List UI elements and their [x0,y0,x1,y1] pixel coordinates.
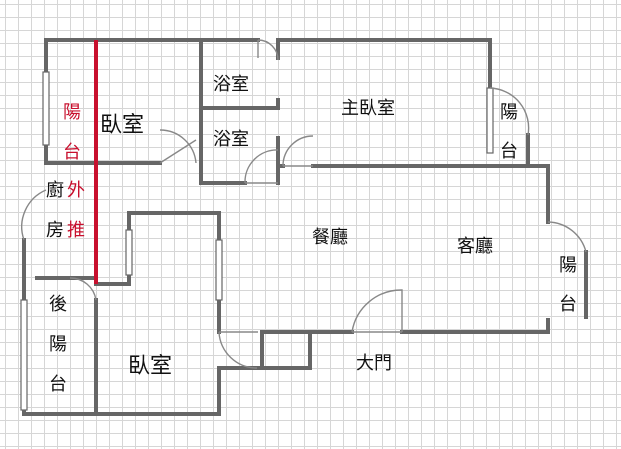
room-label-bedroom-bottom: 臥室 [128,354,173,379]
balcony-left-char-2: 台 [63,142,81,163]
door-bath2 [244,149,279,184]
door-kitchen [21,189,47,241]
window-left-balcony [42,71,50,146]
door-living-balcony [547,221,587,253]
room-label-living: 客廳 [457,236,493,257]
door-bedroom2 [218,331,258,369]
room-label-bath-2: 浴室 [213,129,249,150]
door-master-bath [257,39,279,61]
room-label-bedroom-top: 臥室 [100,113,145,138]
balcony-rear-char-2: 陽 [49,334,67,355]
balcony-rear-char-1: 後 [49,294,67,315]
balcony-master-char-2: 台 [500,141,518,162]
door-master [282,135,314,167]
balcony-left-char-1: 陽 [63,102,81,123]
room-label-dining: 餐廳 [312,227,348,248]
balcony-living-char-1: 陽 [559,255,577,276]
room-label-master-bedroom: 主臥室 [341,98,395,119]
balcony-rear-char-3: 台 [49,374,67,395]
door-main [351,289,403,333]
push-out-char-2: 推 [67,220,85,241]
balcony-living-char-2: 台 [559,294,577,315]
balcony-master-char-1: 陽 [500,102,518,123]
window-bedroom2-left [125,229,133,276]
room-label-bath-1: 浴室 [213,74,249,95]
window-rear-balcony [20,299,28,411]
door-master-balcony [489,87,530,136]
window-master-balcony [486,87,494,154]
kitchen-char-1: 廚 [46,180,64,201]
door-bedroom-top [159,129,197,164]
window-dining-inner [215,239,223,301]
room-label-main-door: 大門 [356,353,392,374]
door-rear-balcony [69,277,97,301]
kitchen-char-2: 房 [46,220,64,241]
push-out-char-1: 外 [67,180,85,201]
